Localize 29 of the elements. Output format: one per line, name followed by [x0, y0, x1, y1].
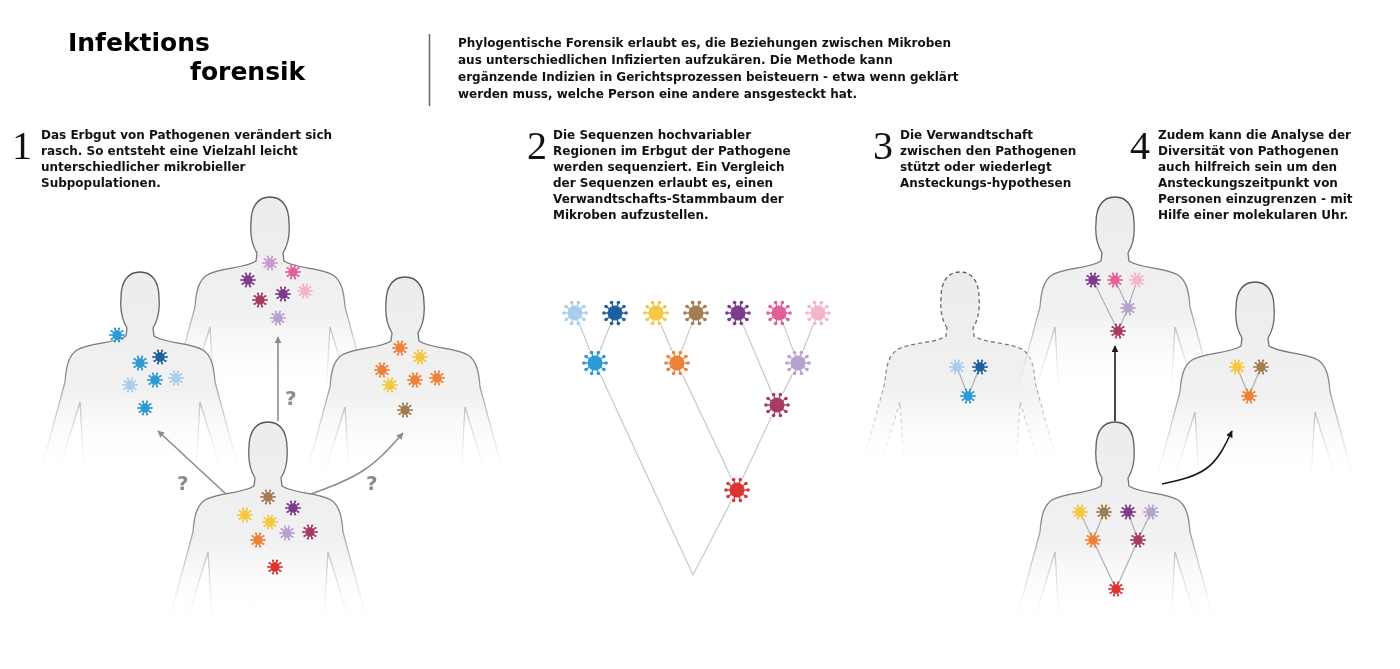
arrow	[1161, 430, 1233, 485]
step-description: Die Sequenzen hochvariabler Regionen im Erbgut der Pathogene werden sequenziert. Ein Vergleich der Sequenzen erlaubt es, einen Verwandtschafts-Stammbaum der Mikroben aufzustellen.	[553, 127, 792, 223]
step-number: 1	[12, 128, 32, 164]
edge-label: ?	[177, 471, 189, 495]
tree-line	[579, 324, 591, 352]
step-number: 3	[873, 128, 893, 164]
intro-paragraph: Phylogentische Forensik erlaubt es, die Beziehungen zwischen Mikroben aus unterschiedlichen Infizierten aufzukären. Die Methode kann ergänzende Indizien in Gerichtsprozessen beisteuern - etwa wenn geklärt werden muss, welche Person eine andere ansgesteckt hat.	[458, 35, 960, 103]
step-description: Das Erbgut von Pathogenen verändert sich rasch. So entsteht eine Vielzahl leicht unterschiedlicher mikrobieller Subpopulationen.	[41, 127, 334, 191]
arrow	[310, 432, 404, 495]
tree-line	[802, 324, 814, 352]
tree-line	[599, 374, 732, 577]
tree-line	[599, 324, 611, 352]
tree-line	[782, 374, 793, 394]
tree-line	[742, 324, 773, 394]
arrow	[1111, 345, 1119, 422]
step-number: 2	[527, 128, 547, 164]
step-description: Die Verwandtschaft zwischen den Pathogenen stützt oder wiederlegt Ansteckungs-hypothesen	[900, 127, 1078, 191]
tree-line	[783, 324, 794, 352]
tree-line	[741, 416, 773, 479]
tree-line	[681, 374, 733, 479]
tree-line	[660, 324, 673, 352]
edge-label: ?	[285, 386, 297, 410]
title: Infektions forensik	[68, 28, 307, 86]
tree-line	[681, 324, 692, 352]
edge-label: ?	[366, 471, 378, 495]
step-description: Zudem kann die Analyse der Diversität von Pathogenen auch hilfreich sein um den Ansteckungszeitpunkt von Personen einzugrenzen - mit Hilfe einer molekularen Uhr.	[1158, 127, 1354, 223]
step-number: 4	[1130, 128, 1150, 164]
arrow	[274, 336, 282, 422]
arrow	[157, 430, 227, 495]
